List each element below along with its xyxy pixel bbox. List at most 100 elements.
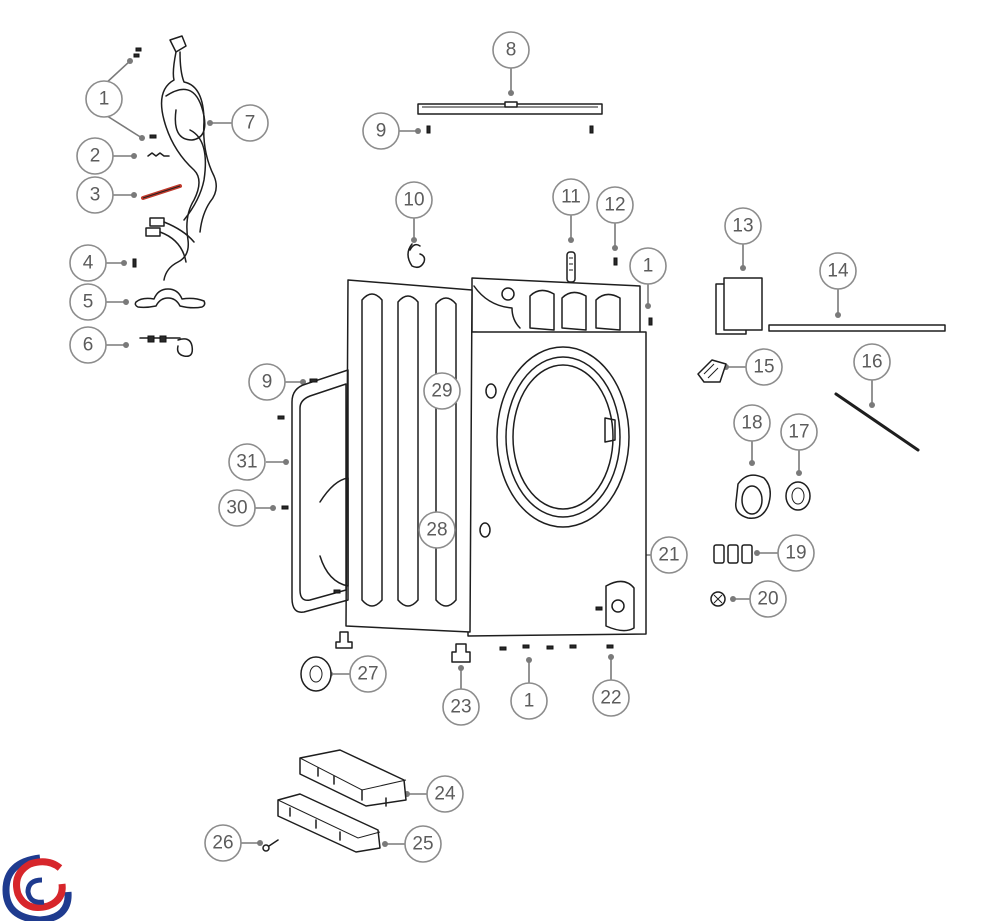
- callout-label: 15: [753, 357, 774, 378]
- bracket-part: [134, 288, 206, 309]
- hinge-rod-part: [566, 251, 576, 283]
- callout-7: 7: [231, 104, 269, 142]
- callout-label: 18: [741, 413, 762, 434]
- callout-label: 25: [412, 834, 433, 855]
- callout-11: 11: [552, 178, 590, 216]
- callout-label: 17: [788, 422, 809, 443]
- callout-23: 23: [442, 688, 480, 726]
- callout-14: 14: [819, 252, 857, 290]
- callout-label: 10: [403, 190, 424, 211]
- callout-label: 26: [212, 833, 233, 854]
- latch-part-15: [697, 359, 727, 383]
- screw-part: [277, 378, 341, 594]
- callout-label: 11: [561, 187, 581, 208]
- callout-16: 16: [853, 343, 891, 381]
- callout-9: 9: [248, 363, 286, 401]
- brand-swirl-logo: [2, 854, 72, 921]
- callout-28: 28: [418, 511, 456, 549]
- callout-label: 31: [236, 452, 257, 473]
- screw-part: [648, 317, 653, 326]
- callout-3: 3: [76, 176, 114, 214]
- callout-label: 14: [827, 261, 849, 282]
- callout-label: 20: [757, 589, 778, 610]
- callout-label: 9: [262, 372, 273, 393]
- callout-25: 25: [404, 825, 442, 863]
- callout-19: 19: [777, 534, 815, 572]
- callout-label: 2: [90, 146, 101, 167]
- callout-1: 1: [629, 247, 667, 285]
- callout-label: 7: [245, 113, 256, 134]
- callout-22: 22: [592, 679, 630, 717]
- screw-row-bottom: [499, 606, 614, 651]
- callout-20: 20: [749, 580, 787, 618]
- foot-part-27: [300, 631, 353, 692]
- top-rail-part: [417, 101, 603, 115]
- door-frame-part: [291, 369, 349, 613]
- callout-label: 24: [434, 784, 456, 805]
- cabinet-body: [345, 277, 647, 637]
- feet-part-19: [713, 544, 753, 564]
- screw-part-26: [262, 839, 279, 852]
- callout-2: 2: [76, 137, 114, 175]
- callout-label: 12: [604, 195, 625, 216]
- callout-18: 18: [733, 404, 771, 442]
- callout-9: 9: [362, 112, 400, 150]
- plug-part-20: [710, 591, 726, 607]
- callout-26: 26: [204, 824, 242, 862]
- cap-part-17: [785, 481, 811, 511]
- callout-label: 28: [426, 520, 447, 541]
- screw-part: [132, 258, 137, 268]
- screw-part: [149, 134, 157, 139]
- cable-clip-part: [139, 335, 194, 358]
- callout-1: 1: [85, 80, 123, 118]
- callout-1: 1: [510, 682, 548, 720]
- callout-label: 30: [226, 498, 247, 519]
- tray-part-25: [277, 793, 381, 853]
- callout-31: 31: [228, 443, 266, 481]
- callout-13: 13: [724, 207, 762, 245]
- callout-label: 27: [357, 664, 378, 685]
- callout-label: 9: [376, 121, 387, 142]
- hook-part: [407, 243, 426, 269]
- callout-10: 10: [395, 181, 433, 219]
- rod-part-16: [834, 392, 920, 452]
- panel-part-13: [715, 277, 763, 335]
- strip-part-14: [768, 324, 946, 332]
- callout-label: 1: [524, 691, 535, 712]
- callout-label: 1: [643, 256, 654, 277]
- callout-label: 13: [732, 216, 753, 237]
- callout-label: 22: [600, 688, 621, 709]
- screw-part: [613, 257, 618, 266]
- callout-4: 4: [69, 244, 107, 282]
- callout-label: 16: [861, 352, 882, 373]
- clip-part: [147, 152, 170, 157]
- callout-label: 4: [83, 253, 94, 274]
- callout-30: 30: [218, 489, 256, 527]
- callout-27: 27: [349, 655, 387, 693]
- callout-15: 15: [745, 348, 783, 386]
- foot-part-23: [451, 643, 471, 663]
- callout-17: 17: [780, 413, 818, 451]
- callout-label: 3: [90, 185, 101, 206]
- callout-label: 6: [83, 335, 94, 356]
- callout-24: 24: [426, 775, 464, 813]
- callout-label: 29: [431, 381, 452, 402]
- power-cord-part: [145, 35, 217, 281]
- callout-label: 23: [450, 697, 471, 718]
- leader-lines: [103, 58, 875, 847]
- rod-part: [141, 184, 182, 200]
- callout-label: 19: [785, 543, 806, 564]
- callout-label: 21: [658, 545, 679, 566]
- callout-21: 21: [650, 536, 688, 574]
- callout-8: 8: [492, 31, 530, 69]
- callout-5: 5: [69, 283, 107, 321]
- callout-label: 5: [83, 292, 94, 313]
- tray-part-24: [299, 749, 407, 807]
- screw-part: [426, 125, 594, 134]
- callout-29: 29: [423, 372, 461, 410]
- callout-12: 12: [596, 186, 634, 224]
- screw-part: [133, 47, 142, 58]
- callout-6: 6: [69, 326, 107, 364]
- callout-label: 8: [506, 40, 517, 61]
